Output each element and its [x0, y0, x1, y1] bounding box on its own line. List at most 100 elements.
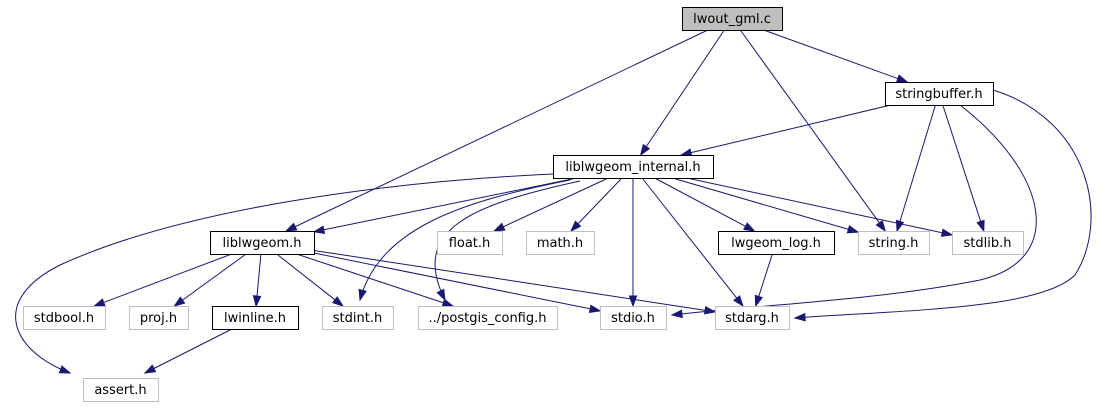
node-box [418, 306, 558, 330]
edge-line [313, 252, 592, 310]
edge-stringbuffer-h-to-stdarg-h [793, 89, 1092, 322]
arrowhead-icon [58, 365, 72, 374]
arrowhead-icon [92, 298, 106, 307]
edge-liblwgeom-internal-h-to-stdint-h [358, 179, 571, 302]
arrowhead-icon [895, 74, 909, 83]
edge-liblwgeom-internal-h-to-lwgeom-log-h [654, 177, 756, 232]
edge-lwout-gml-c-to-stringbuffer-h [763, 29, 909, 83]
arrowhead-icon [492, 222, 506, 232]
node-stringbuffer-h[interactable]: stringbuffer.h [885, 82, 994, 106]
node-stdio-h: stdio.h [600, 306, 667, 330]
edge-line [502, 177, 609, 228]
edge-stringbuffer-h-to-string-h [895, 104, 936, 233]
node-lwinline-h[interactable]: lwinline.h [212, 306, 299, 330]
edge-line [322, 177, 577, 231]
edge-line [294, 29, 709, 228]
arrowhead-icon [441, 298, 455, 307]
node-box [23, 306, 106, 330]
nodes-layer: lwout_gml.c stringbuffer.h liblwgeom_inter… [23, 7, 1024, 402]
node-label: stdint.h [333, 311, 382, 326]
arrowhead-icon [703, 305, 717, 315]
arrowhead-icon [743, 222, 756, 232]
arrowhead-icon [846, 225, 860, 234]
edge-liblwgeom-internal-h-to-float-h [492, 177, 609, 232]
node-postgis-config-h: ../postgis_config.h [418, 306, 558, 330]
node-float-h: float.h [437, 231, 503, 255]
arrowhead-icon [670, 309, 683, 319]
node-box [212, 306, 299, 330]
node-lwgeom-log-h[interactable]: lwgeom_log.h [718, 231, 835, 255]
node-label: string.h [869, 236, 919, 251]
edge-line [641, 177, 738, 300]
edge-lwout-gml-c-to-liblwgeom-h [284, 29, 709, 232]
edge-liblwgeom-h-to-stdint-h [276, 253, 345, 307]
node-box [129, 306, 189, 330]
arrowhead-icon [754, 294, 763, 308]
edge-line [102, 253, 232, 304]
edge-line [899, 104, 936, 223]
edge-liblwgeom-internal-h-to-postgis-config-h [434, 180, 581, 302]
node-label: stdarg.h [725, 311, 779, 326]
node-box [553, 155, 714, 179]
node-box [210, 231, 315, 255]
arrowhead-icon [976, 219, 985, 233]
edge-lwout-gml-c-to-string-h [739, 29, 887, 233]
node-box [682, 7, 783, 31]
edge-line [296, 253, 445, 304]
node-box [715, 306, 790, 330]
edge-line [276, 253, 337, 301]
arrowhead-icon [173, 296, 186, 307]
edge-line [671, 104, 1037, 316]
edge-lwout-gml-c-to-liblwgeom-internal-h [639, 29, 725, 157]
arrowhead-icon [331, 296, 345, 307]
node-label: stringbuffer.h [895, 87, 982, 102]
edge-lwinline-h-to-assert-h [143, 328, 233, 374]
arrowhead-icon [312, 225, 326, 234]
edge-liblwgeom-internal-h-to-math-h [570, 177, 623, 233]
arrowhead-icon [733, 295, 744, 308]
edge-liblwgeom-internal-h-to-string-h [672, 177, 860, 234]
node-label: lwout_gml.c [693, 12, 771, 27]
node-label: float.h [449, 236, 491, 251]
edge-line [763, 29, 899, 80]
edge-line [739, 29, 881, 224]
edge-liblwgeom-internal-h-to-stdio-h [628, 178, 638, 308]
edge-liblwgeom-h-to-stdbool-h [92, 253, 232, 307]
edge-stringbuffer-h-to-liblwgeom-internal-h [679, 104, 891, 157]
edge-liblwgeom-h-to-proj-h [173, 253, 247, 307]
node-box [322, 306, 394, 330]
node-label: lwgeom_log.h [731, 236, 821, 251]
node-label: stdbool.h [34, 311, 94, 326]
edges-layer [15, 29, 1092, 374]
node-lwout-gml-c[interactable]: lwout_gml.c [682, 7, 783, 31]
node-label: liblwgeom_internal.h [565, 160, 700, 175]
edge-liblwgeom-internal-h-to-liblwgeom-h [312, 177, 577, 234]
node-label: math.h [537, 236, 583, 251]
edge-line [654, 177, 747, 228]
edge-line [672, 177, 850, 231]
node-box [718, 231, 835, 255]
node-liblwgeom-h[interactable]: liblwgeom.h [210, 231, 315, 255]
edge-line [686, 177, 944, 234]
arrowhead-icon [143, 364, 157, 374]
node-proj-h: proj.h [129, 306, 189, 330]
edge-liblwgeom-h-to-stdio-h [313, 252, 602, 313]
node-liblwgeom-internal-h[interactable]: liblwgeom_internal.h [553, 155, 714, 179]
edge-liblwgeom-h-to-postgis-config-h [296, 253, 455, 307]
edge-line [144, 328, 233, 374]
edge-line [434, 180, 581, 301]
arrowhead-icon [436, 288, 446, 302]
edge-line [359, 179, 571, 301]
node-label: stdio.h [611, 311, 655, 326]
arrowhead-icon [588, 304, 602, 313]
edge-line [645, 29, 725, 148]
node-box [600, 306, 667, 330]
arrowhead-icon [875, 219, 887, 233]
node-box [437, 231, 503, 255]
arrowhead-icon [639, 143, 651, 157]
node-label: stdlib.h [964, 236, 1012, 251]
arrowhead-icon [628, 295, 638, 308]
edge-lwgeom-log-h-to-stdarg-h [754, 253, 773, 308]
arrowhead-icon [895, 219, 905, 233]
arrowhead-icon [940, 228, 954, 237]
